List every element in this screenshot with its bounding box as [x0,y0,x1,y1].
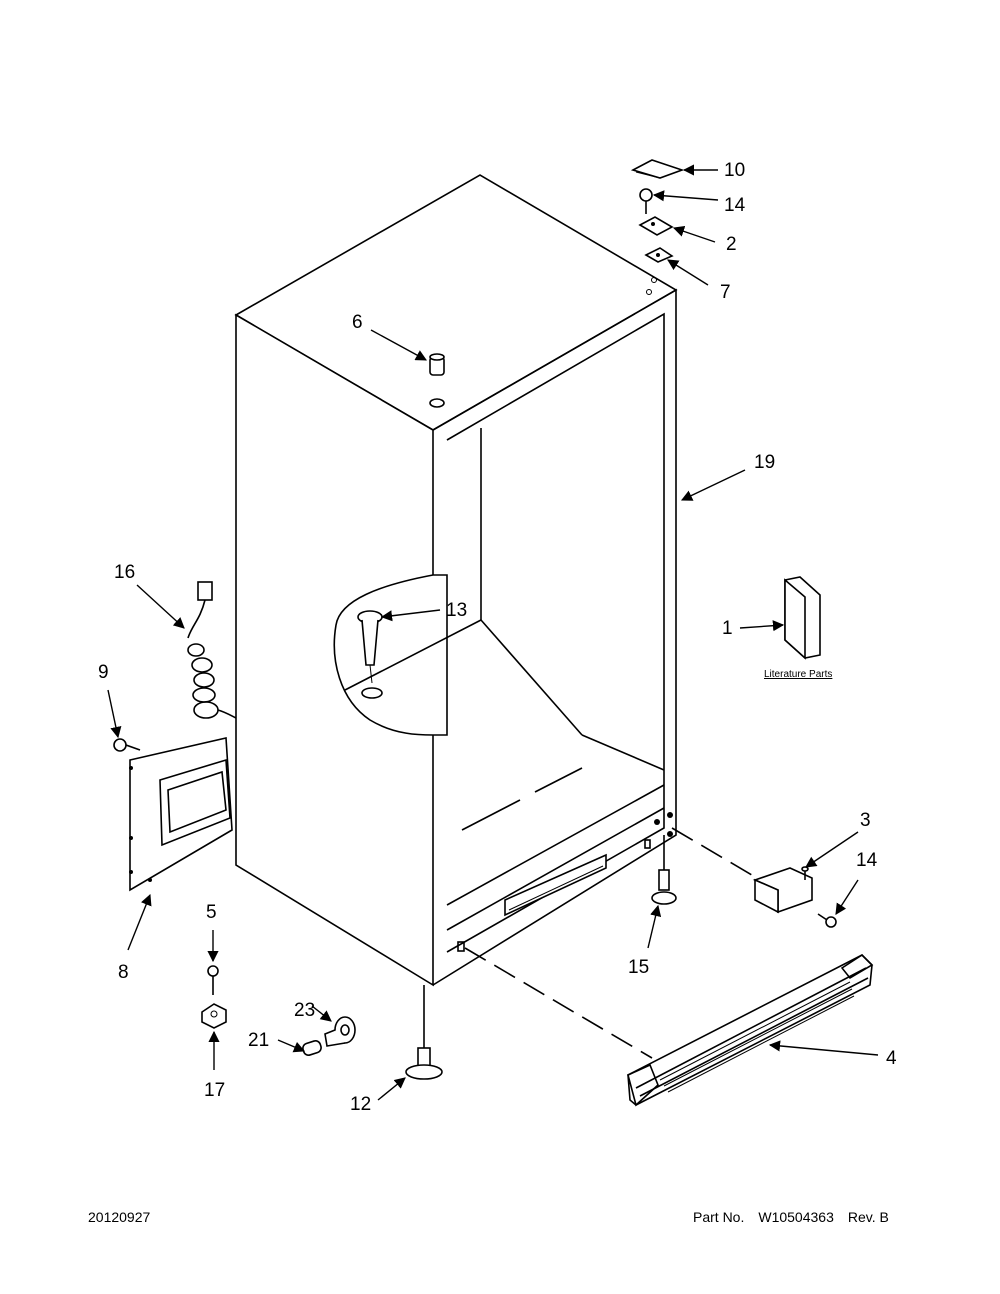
callout-13: 13 [446,600,467,621]
roller-23 [324,1016,356,1047]
callout-9: 9 [98,662,109,683]
literature-parts-1 [784,576,821,660]
cord-clamp-17 [201,1003,227,1029]
leveling-leg-15 [651,835,677,905]
assembly-line-grille [464,947,653,1059]
callout-1: 1 [722,618,733,639]
callout-6: 6 [352,312,363,333]
callout-8: 8 [118,962,129,983]
callout-14-top: 14 [724,195,746,216]
drain-tube-13 [357,610,383,699]
top-hinge-2 [638,216,674,236]
callout-4: 4 [886,1048,897,1069]
bracket-screw-14 [817,913,837,928]
callout-5: 5 [206,902,217,923]
hinge-shim-7 [644,247,674,263]
hinge-cover-10 [630,159,685,179]
callout-2: 2 [726,234,737,255]
callout-12: 12 [350,1094,371,1115]
callout-16: 16 [114,562,135,583]
assembly-line-bracket [671,827,758,879]
literature-parts-label: Literature Parts [764,669,832,680]
leveling-leg-12 [405,985,443,1080]
part-number-line: Part No. W10504363 Rev. B [693,1209,903,1225]
axle-21 [302,1040,322,1056]
power-cord-16 [187,581,237,719]
callout-14-bottom: 14 [856,850,878,871]
callout-23: 23 [294,1000,315,1021]
leader-arrows [107,164,879,1101]
callout-3: 3 [860,810,871,831]
revision: Rev. B [847,1209,889,1225]
callout-15: 15 [628,957,649,978]
callout-19: 19 [754,452,775,473]
diagram-date: 20120927 [88,1209,151,1225]
part-number-label: Part No. [693,1209,745,1225]
hinge-screw-14 [639,188,653,214]
part-number: W10504363 [758,1209,834,1225]
callout-21: 21 [248,1030,269,1051]
rear-panel-8 [129,737,233,892]
clamp-screw-5 [207,965,219,995]
callout-7: 7 [720,282,731,303]
top-plug-6 [429,353,445,408]
callout-10: 10 [724,160,745,181]
toe-grille-4 [627,953,874,1107]
bracket-3 [752,866,813,914]
screw-9 [113,738,141,752]
cabinet-19 [234,174,678,987]
callout-17: 17 [204,1080,225,1101]
